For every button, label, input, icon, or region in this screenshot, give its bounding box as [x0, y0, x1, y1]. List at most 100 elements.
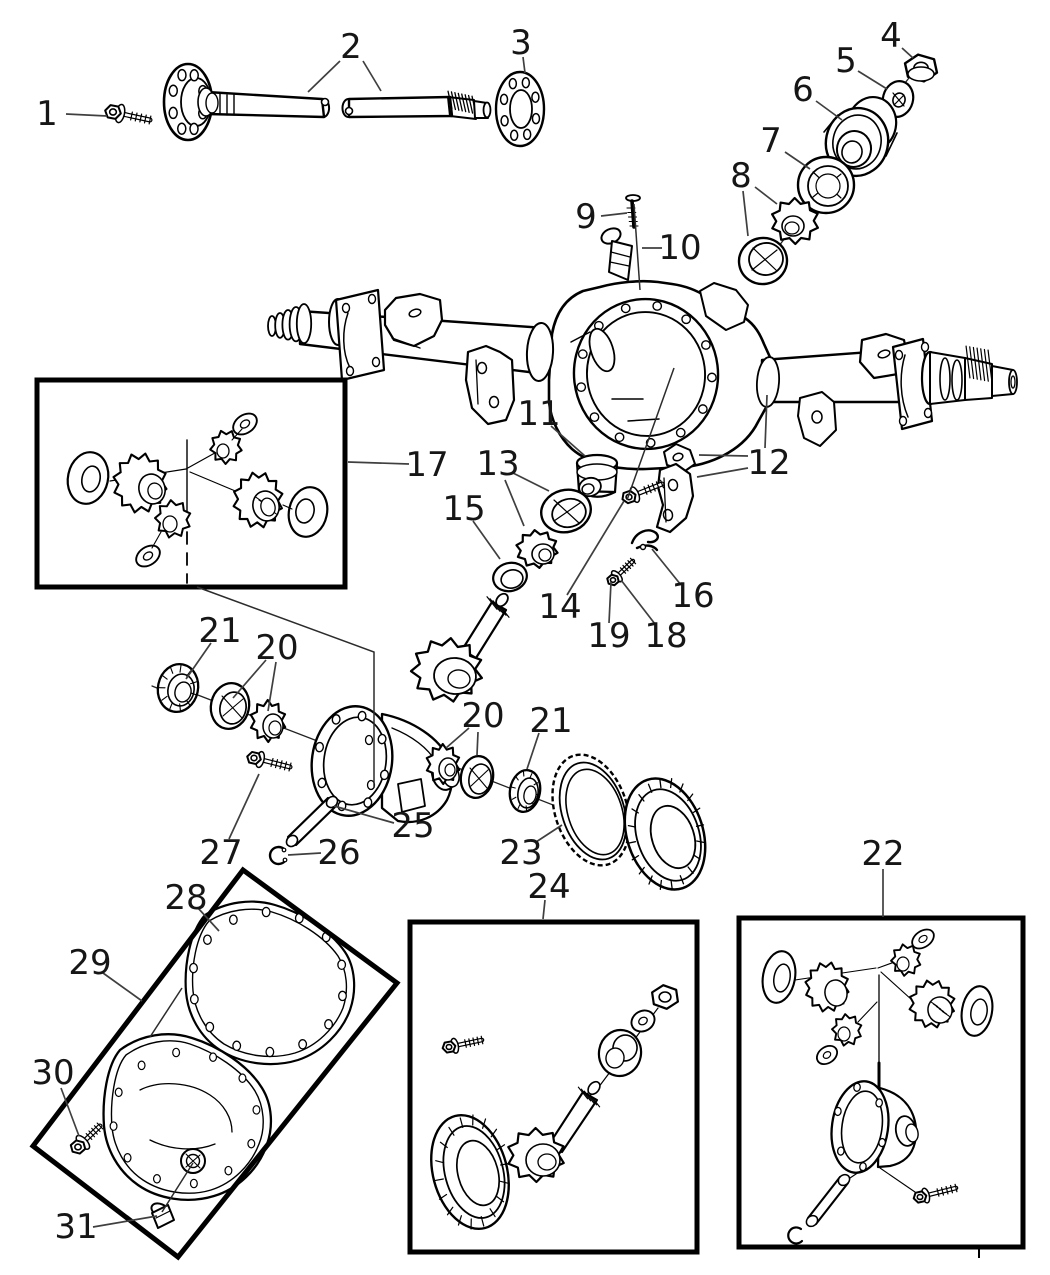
leader-line: [764, 394, 768, 449]
callout-12: 12: [696, 394, 791, 483]
callout-27: 27: [199, 773, 260, 873]
leader-line: [696, 467, 749, 478]
callout-20: 20: [232, 628, 299, 712]
callout-label: 1: [36, 94, 58, 134]
part-21-bearing-left: [156, 663, 200, 713]
part-31-fill-plug: [150, 1202, 175, 1229]
leader-line: [287, 852, 322, 856]
kit-29-cover-and-gasket: [102, 900, 356, 1201]
callout-label: 15: [442, 489, 485, 529]
callout-label: 27: [199, 833, 242, 873]
leader-line: [535, 824, 563, 843]
part-4-pinion-nut: [903, 53, 939, 83]
part-9-vent-screw: [625, 194, 641, 229]
callout-label: 9: [575, 197, 597, 237]
leader-line: [102, 972, 143, 1002]
differential-case: [310, 705, 460, 824]
kit-17-gear-set: [66, 412, 329, 584]
kit-box-box-28-29: [29, 866, 401, 1261]
callout-6: 6: [792, 70, 843, 121]
leader-line: [901, 47, 914, 59]
assembly-line: [626, 367, 675, 501]
callout-13: 13: [476, 444, 550, 527]
callout-label: 28: [164, 878, 207, 918]
part-14-bolt: [621, 479, 665, 505]
callout-label: 20: [255, 628, 298, 668]
callout-label: 12: [747, 443, 790, 483]
callout-label: 14: [538, 587, 581, 627]
callout-19: 19: [587, 581, 631, 656]
callout-label: 20: [461, 696, 504, 736]
callout-9: 9: [575, 197, 628, 237]
part-3-gasket: [494, 70, 546, 148]
callout-17: 17: [347, 445, 449, 485]
leader-line: [651, 548, 682, 586]
callout-4: 4: [880, 16, 914, 59]
axle-housing: [267, 279, 1018, 471]
assembly-line: [149, 987, 183, 1038]
callout-label: 16: [671, 576, 714, 616]
callout-label: 17: [405, 445, 448, 485]
callout-2: 2: [307, 27, 382, 93]
leader-line: [362, 60, 382, 92]
callout-30: 30: [31, 1053, 80, 1137]
part-23-tone-ring: [551, 753, 631, 867]
leader-line: [815, 100, 843, 121]
assembly-line: [196, 586, 375, 788]
callout-label: 3: [510, 23, 532, 63]
callout-label: 10: [658, 228, 701, 268]
leader-line: [307, 60, 341, 93]
leader-line: [232, 659, 267, 699]
callout-label: 23: [499, 833, 542, 873]
callout-label: 5: [835, 41, 857, 81]
callout-18: 18: [620, 579, 688, 656]
part-13-bearing-cup: [540, 488, 592, 534]
callout-label: 21: [529, 701, 572, 741]
callout-7: 7: [760, 121, 811, 170]
part-13-bearing-cone: [515, 529, 559, 569]
callout-label: 4: [880, 16, 902, 56]
callout-21: 21: [526, 701, 573, 770]
assembly-line: [161, 1162, 194, 1213]
callout-24: 24: [527, 867, 571, 920]
callout-label: 29: [68, 943, 111, 983]
callout-label: 22: [861, 834, 904, 874]
part-20-cup-left: [209, 682, 251, 730]
part-20-cup-right: [459, 754, 495, 800]
part-8-bearing-cup: [737, 236, 789, 286]
leader-line: [504, 479, 525, 527]
part-7-seal: [796, 155, 856, 215]
kit-box-box-17: [34, 377, 348, 590]
drive-pinion: [409, 592, 510, 703]
callout-label: 7: [760, 121, 782, 161]
part-20-cone-right: [425, 742, 461, 786]
leader-line: [512, 472, 550, 492]
leader-line: [754, 186, 778, 205]
kit-box-box-22: [736, 915, 1026, 1250]
leader-line: [600, 212, 628, 217]
leader-line: [60, 1087, 80, 1137]
callout-1: 1: [36, 94, 108, 134]
callout-26: 26: [287, 833, 361, 873]
part-26-snap-ring: [268, 845, 288, 866]
callout-label: 8: [730, 156, 752, 196]
part-25-pinion-shaft: [285, 795, 339, 848]
part-8-bearing-cone: [770, 196, 820, 246]
leader-line: [92, 1215, 158, 1228]
callout-label: 11: [517, 394, 560, 434]
callout-3: 3: [510, 23, 532, 74]
callout-14: 14: [538, 500, 625, 627]
leader-line: [445, 727, 470, 749]
leader-line: [197, 907, 220, 932]
leader-line: [542, 899, 546, 920]
part-27-bolt: [246, 750, 293, 772]
leader-line: [784, 151, 811, 170]
leader-line: [857, 70, 888, 90]
leader-line: [476, 731, 479, 756]
leader-line: [566, 500, 625, 596]
callout-25: 25: [333, 805, 435, 846]
part-2-axle-shaft-outer: [162, 62, 331, 142]
callout-29: 29: [68, 943, 143, 1002]
leader-line: [620, 579, 656, 625]
